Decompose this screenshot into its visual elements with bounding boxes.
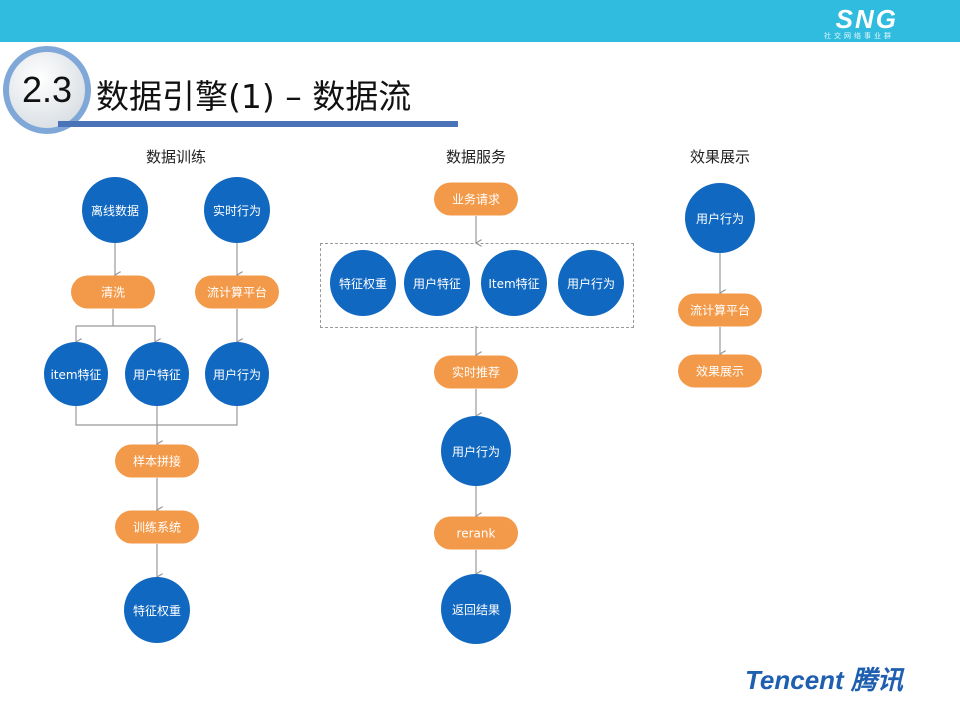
effect-display-node: 效果展示 — [678, 354, 762, 388]
serving-item-feature-node: Item特征 — [481, 250, 547, 316]
return-result-node: 返回结果 — [441, 574, 511, 644]
title-underline — [58, 121, 458, 127]
offline-data-node: 离线数据 — [82, 177, 148, 243]
business-request-node: 业务请求 — [434, 182, 518, 216]
display-stream-node: 流计算平台 — [678, 293, 762, 327]
item-feature-node: item特征 — [44, 342, 108, 406]
sng-logo-subtitle: 社交网络事业群 — [824, 32, 894, 40]
sample-join-node: 样本拼接 — [115, 444, 199, 478]
tencent-logo: Tencent 腾讯 — [745, 665, 903, 695]
train-system-node: 训练系统 — [115, 510, 199, 544]
display-user-behavior-node: 用户行为 — [685, 183, 755, 253]
user-behavior-node: 用户行为 — [205, 342, 269, 406]
serving-feature-weight-node: 特征权重 — [330, 250, 396, 316]
section-number-badge: 2.3 — [3, 46, 91, 134]
feature-weight-node: 特征权重 — [124, 577, 190, 643]
serving-heading: 数据服务 — [445, 148, 507, 166]
header-bar: SNG 社交网络事业群 — [0, 0, 960, 42]
serving-user-feature-node: 用户特征 — [404, 250, 470, 316]
training-heading: 数据训练 — [145, 148, 207, 166]
sng-logo: SNG — [835, 4, 898, 34]
realtime-recommend-node: 实时推荐 — [434, 355, 518, 389]
stream-platform-node: 流计算平台 — [195, 275, 279, 309]
data-group-box — [320, 243, 634, 328]
display-heading: 效果展示 — [689, 148, 751, 166]
serving-user-behavior2-node: 用户行为 — [441, 416, 511, 486]
slide-title: 数据引擎(1) – 数据流 — [96, 77, 412, 116]
serving-user-behavior-node: 用户行为 — [558, 250, 624, 316]
clean-node: 清洗 — [71, 275, 155, 309]
realtime-behavior-node: 实时行为 — [204, 177, 270, 243]
user-feature-node: 用户特征 — [125, 342, 189, 406]
rerank-node: rerank — [434, 516, 518, 550]
